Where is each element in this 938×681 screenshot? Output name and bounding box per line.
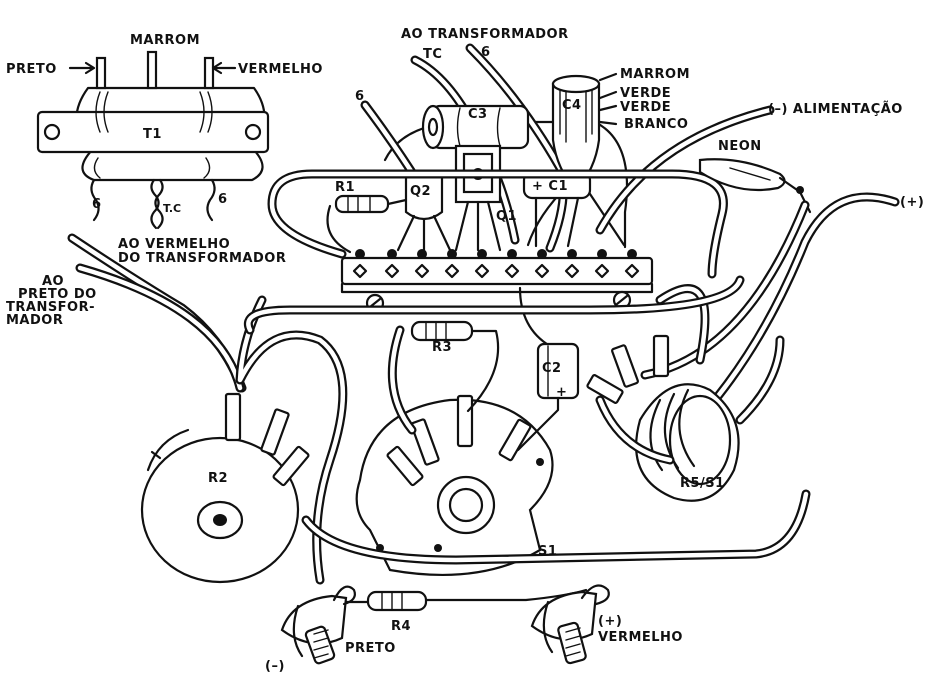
label-r3: R3 xyxy=(432,340,452,355)
label-six-left: 6 xyxy=(92,197,102,212)
potentiometer-r2 xyxy=(140,392,310,584)
label-plus-bottom: (+) xyxy=(598,614,622,629)
label-six-q2: 6 xyxy=(355,89,365,104)
switch-s1 xyxy=(355,394,554,577)
label-r5s1: R5/S1 xyxy=(680,476,725,491)
label-ao-preto-3: TRANSFOR- xyxy=(6,300,95,315)
label-r4: R4 xyxy=(391,619,411,634)
label-c2: C2 xyxy=(542,361,562,376)
label-vermelho-bottom: VERMELHO xyxy=(598,630,683,645)
capacitor-c2 xyxy=(516,286,580,452)
label-c4-verde1: VERDE xyxy=(620,86,671,101)
label-c1: + C1 xyxy=(532,179,568,194)
label-c3: C3 xyxy=(468,107,488,122)
label-r2: R2 xyxy=(208,471,228,486)
label-plus-right: (+) xyxy=(900,195,924,210)
label-marrom-top: MARROM xyxy=(130,33,200,48)
transformer-t1 xyxy=(36,50,270,230)
label-six-top: 6 xyxy=(481,45,491,60)
label-vermelho-top: VERMELHO xyxy=(238,62,323,77)
label-ao-preto-4: MADOR xyxy=(6,313,63,328)
label-c2-plus: + xyxy=(556,385,567,400)
jack-minus xyxy=(280,585,356,665)
label-neon: NEON xyxy=(718,139,762,154)
capacitor-c3 xyxy=(421,104,530,150)
label-ao-vermelho-2: DO TRANSFORMADOR xyxy=(118,251,286,266)
label-six-right: 6 xyxy=(218,192,228,207)
label-tc-t1: T.C xyxy=(163,202,181,215)
terminal-strip xyxy=(340,249,654,313)
label-c4-verde2: VERDE xyxy=(620,100,671,115)
label-ao-preto-2: PRETO DO xyxy=(18,287,97,302)
label-c4-branco: BRANCO xyxy=(624,117,688,132)
label-q1: Q1 xyxy=(496,209,517,224)
transistor-q2 xyxy=(396,170,452,252)
label-preto-top: PRETO xyxy=(6,62,57,77)
label-preto-bottom: PRETO xyxy=(345,641,396,656)
label-c4-marrom: MARROM xyxy=(620,67,690,82)
label-q2: Q2 xyxy=(410,184,431,199)
label-alimentacao: (–) ALIMENTAÇÃO xyxy=(768,101,903,117)
label-c4: C4 xyxy=(562,98,582,113)
potentiometer-r5s1 xyxy=(586,334,740,502)
transistor-q1 xyxy=(454,144,502,252)
label-ao-vermelho-1: AO VERMELHO xyxy=(118,237,230,252)
jack-plus xyxy=(530,584,610,665)
board-area: C3 C4 MARROM VERDE VERDE BRANCO (–) ALIM… xyxy=(267,43,903,279)
label-t1: T1 xyxy=(143,127,162,142)
label-minus-bottom: (–) xyxy=(265,659,285,674)
label-ao-transformador: AO TRANSFORMADOR xyxy=(401,27,569,42)
label-tc-top: TC xyxy=(423,47,442,62)
resistor-r3 xyxy=(387,320,500,435)
label-ao-preto-1: AO xyxy=(42,274,64,289)
label-r1: R1 xyxy=(335,180,355,195)
resistor-r1 xyxy=(326,194,408,254)
